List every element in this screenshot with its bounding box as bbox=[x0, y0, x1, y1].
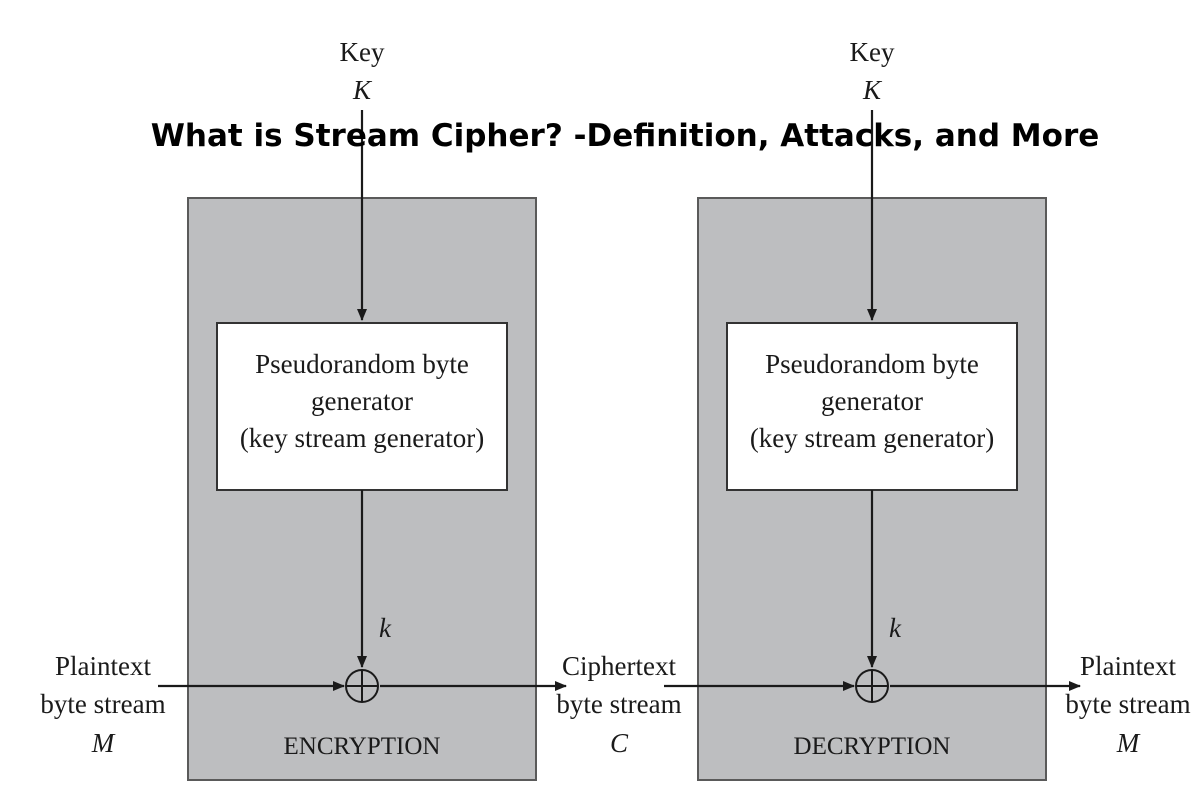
output-label-line-2: byte stream bbox=[1065, 689, 1190, 719]
decryption-section-label: DECRYPTION bbox=[794, 733, 951, 760]
output-symbol: M bbox=[1116, 728, 1141, 758]
encryption-section-label: ENCRYPTION bbox=[284, 733, 441, 760]
decryption-keystream-symbol: k bbox=[889, 613, 902, 643]
decryption-generator-line-1: Pseudorandom byte bbox=[765, 349, 979, 379]
middle-label-line-2: byte stream bbox=[556, 689, 681, 719]
encryption-generator-line-2: generator bbox=[311, 386, 413, 416]
encryption-keystream-symbol: k bbox=[379, 613, 392, 643]
encryption-key-symbol: K bbox=[352, 75, 373, 105]
decryption-generator-line-3: (key stream generator) bbox=[750, 423, 994, 453]
encryption-key-label: Key bbox=[340, 37, 385, 67]
decryption-key-symbol: K bbox=[862, 75, 883, 105]
middle-label-line-1: Ciphertext bbox=[562, 651, 676, 681]
decryption-generator-box bbox=[726, 322, 1018, 491]
encryption-generator-line-1: Pseudorandom byte bbox=[255, 349, 469, 379]
encryption-generator-box bbox=[216, 322, 508, 491]
decryption-generator-line-2: generator bbox=[821, 386, 923, 416]
encryption-generator-line-3: (key stream generator) bbox=[240, 423, 484, 453]
encryption-xor-icon bbox=[345, 669, 379, 703]
output-label-line-1: Plaintext bbox=[1080, 651, 1176, 681]
input-label-line-2: byte stream bbox=[40, 689, 165, 719]
input-symbol: M bbox=[91, 728, 116, 758]
input-label-line-1: Plaintext bbox=[55, 651, 151, 681]
middle-symbol: C bbox=[610, 728, 629, 758]
page-headline: What is Stream Cipher? -Definition, Atta… bbox=[150, 118, 1100, 154]
decryption-key-label: Key bbox=[850, 37, 895, 67]
decryption-xor-icon bbox=[855, 669, 889, 703]
